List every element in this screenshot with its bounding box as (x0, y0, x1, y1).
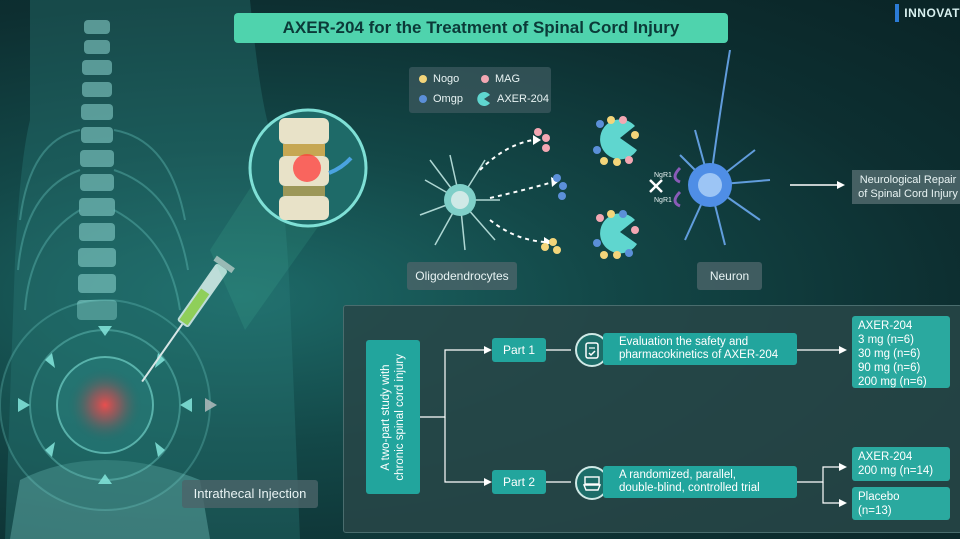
receptor-label-top: NgR1 (654, 172, 672, 179)
result-line: 200 mg (n=6) (858, 376, 927, 388)
diagram-title: AXER-204 for the Treatment of Spinal Cor… (234, 13, 728, 43)
part1-description: Evaluation the safety and pharmacokineti… (603, 333, 797, 365)
neuron-label: Neuron (697, 262, 762, 290)
result-line: Placebo (858, 491, 900, 503)
result-line: 90 mg (n=6) (858, 362, 921, 374)
study-overview-box: A two-part study with chronic spinal cor… (366, 340, 420, 494)
study-overview-line2: chronic spinal cord injury (394, 353, 406, 481)
outcome-line2: of Spinal Cord Injury (858, 188, 958, 200)
study-overview-line1: A two-part study with (380, 363, 392, 471)
legend-label: Nogo (433, 73, 460, 85)
omgp-dot-icon (419, 95, 427, 103)
axer204-pacman-icon (477, 92, 490, 106)
injection-label: Intrathecal Injection (182, 480, 318, 508)
legend: Nogo MAG Omgp AXER-204 (409, 67, 551, 113)
vertebra-closeup (248, 108, 368, 228)
legend-item-omgp: Omgp (419, 93, 463, 105)
outcome-line1: Neurological Repair (859, 174, 957, 186)
legend-label: Omgp (433, 93, 463, 105)
part2-placebo-box: Placebo (n=13) (852, 487, 950, 520)
result-line: AXER-204 (858, 451, 913, 463)
legend-item-nogo: Nogo (419, 73, 459, 85)
part2-treatment-box: AXER-204 200 mg (n=14) (852, 447, 950, 481)
legend-label: MAG (495, 73, 521, 85)
part1-label: Part 1 (492, 338, 546, 362)
part1-desc-line1: Evaluation the safety and (619, 336, 749, 348)
part2-desc-line1: A randomized, parallel, (619, 469, 736, 481)
oligodendrocytes-label: Oligodendrocytes (407, 262, 517, 290)
nogo-dot-icon (419, 75, 427, 83)
part2-desc-line2: double-blind, controlled trial (619, 482, 760, 494)
result-line: 3 mg (n=6) (858, 334, 914, 346)
brand-mark-icon (895, 4, 900, 22)
legend-item-axer204: AXER-204 (477, 92, 549, 106)
part2-label: Part 2 (492, 470, 546, 494)
outcome-box: Neurological Repair of Spinal Cord Injur… (852, 170, 960, 204)
part2-description: A randomized, parallel, double-blind, co… (603, 466, 797, 498)
study-flow-connectors (420, 346, 847, 507)
legend-item-mag: MAG (481, 73, 520, 85)
mechanism-illustration (419, 50, 845, 259)
brand-name: INNOVAT (904, 6, 960, 20)
mag-dot-icon (481, 75, 489, 83)
brand-logo: INNOVAT (895, 4, 960, 22)
receptor-label-bottom: NgR1 (654, 197, 672, 204)
result-line: AXER-204 (858, 320, 913, 332)
result-line: 30 mg (n=6) (858, 348, 921, 360)
spine-illustration (0, 0, 330, 539)
result-line: 200 mg (n=14) (858, 465, 934, 477)
result-line: (n=13) (858, 505, 892, 517)
part1-result-box: AXER-204 3 mg (n=6) 30 mg (n=6) 90 mg (n… (852, 316, 950, 388)
part1-desc-line2: pharmacokinetics of AXER-204 (619, 349, 779, 361)
legend-label: AXER-204 (497, 93, 549, 105)
